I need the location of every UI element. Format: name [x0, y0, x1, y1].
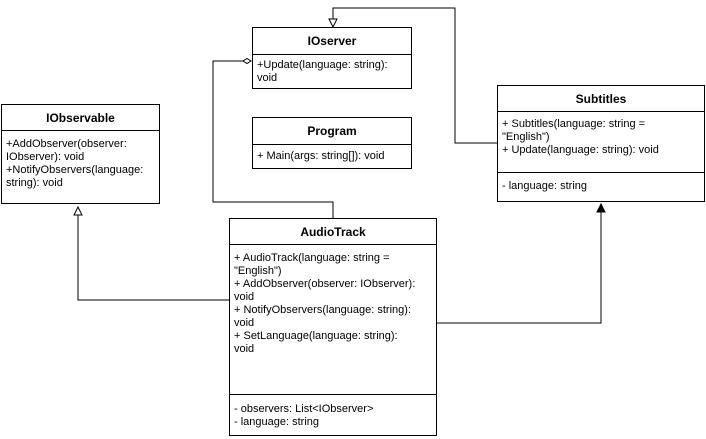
method-line: + NotifyObservers(language: string):: [234, 304, 411, 316]
class-subtitles[interactable]: Subtitles + Subtitles(language: string =…: [497, 85, 705, 202]
class-program-methods: + Main(args: string[]): void: [253, 145, 411, 166]
filled-arrowhead-subtitles: [596, 202, 606, 213]
method-line: "English"): [234, 265, 282, 277]
method-line: "English"): [502, 131, 550, 143]
method-line: +Update(language: string):: [257, 59, 388, 71]
method-line: void: [257, 72, 278, 84]
realization-subtitles-ioserver: [332, 7, 497, 144]
class-audiotrack-title: AudioTrack: [230, 219, 436, 245]
method-line: + Subtitles(language: string =: [502, 118, 646, 130]
method-line: void: [234, 317, 255, 329]
method-line: void: [234, 291, 255, 303]
class-subtitles-methods: + Subtitles(language: string = "English"…: [498, 112, 704, 172]
attribute-line: - language: string: [234, 416, 319, 428]
hollow-arrowhead-ioserver: [328, 18, 338, 29]
method-line: string): void: [6, 177, 63, 189]
method-line: + Main(args: string[]): void: [257, 150, 385, 162]
class-audiotrack-attributes: - observers: List<IObserver> - language:…: [230, 394, 436, 432]
attribute-line: - observers: List<IObserver>: [234, 403, 374, 415]
method-line: +NotifyObservers(language:: [6, 164, 144, 176]
association-audiotrack-subtitles: [437, 212, 602, 324]
realization-audiotrack-iobservable: [77, 214, 229, 301]
class-program[interactable]: Program + Main(args: string[]): void: [252, 117, 412, 169]
method-line: void: [234, 343, 255, 355]
method-line: IObserver): void: [6, 151, 85, 163]
class-iobservable-methods: +AddObserver(observer: IObserver): void …: [2, 131, 159, 193]
method-line: +AddObserver(observer:: [6, 138, 127, 150]
class-iobservable[interactable]: IObservable +AddObserver(observer: IObse…: [1, 104, 160, 204]
class-subtitles-title: Subtitles: [498, 86, 704, 112]
hollow-arrowhead-iobservable: [73, 205, 83, 216]
class-program-title: Program: [253, 118, 411, 145]
hollow-diamond-ioserver: [242, 57, 252, 65]
class-ioserver-methods: +Update(language: string): void: [253, 55, 411, 88]
method-line: + AddObserver(observer: IObserver):: [234, 278, 416, 290]
class-ioserver[interactable]: IOserver +Update(language: string): void: [252, 27, 412, 89]
class-audiotrack-methods: + AudioTrack(language: string = "English…: [230, 245, 436, 394]
class-subtitles-attributes: - language: string: [498, 172, 704, 196]
class-iobservable-title: IObservable: [2, 105, 159, 131]
attribute-line: - language: string: [502, 180, 587, 192]
class-ioserver-title: IOserver: [253, 28, 411, 55]
method-line: + AudioTrack(language: string =: [234, 252, 390, 264]
class-audiotrack[interactable]: AudioTrack + AudioTrack(language: string…: [229, 218, 437, 436]
aggregation-audiotrack-ioserver: [212, 60, 334, 218]
method-line: + SetLanguage(language: string):: [234, 330, 398, 342]
method-line: + Update(language: string): void: [502, 144, 659, 156]
